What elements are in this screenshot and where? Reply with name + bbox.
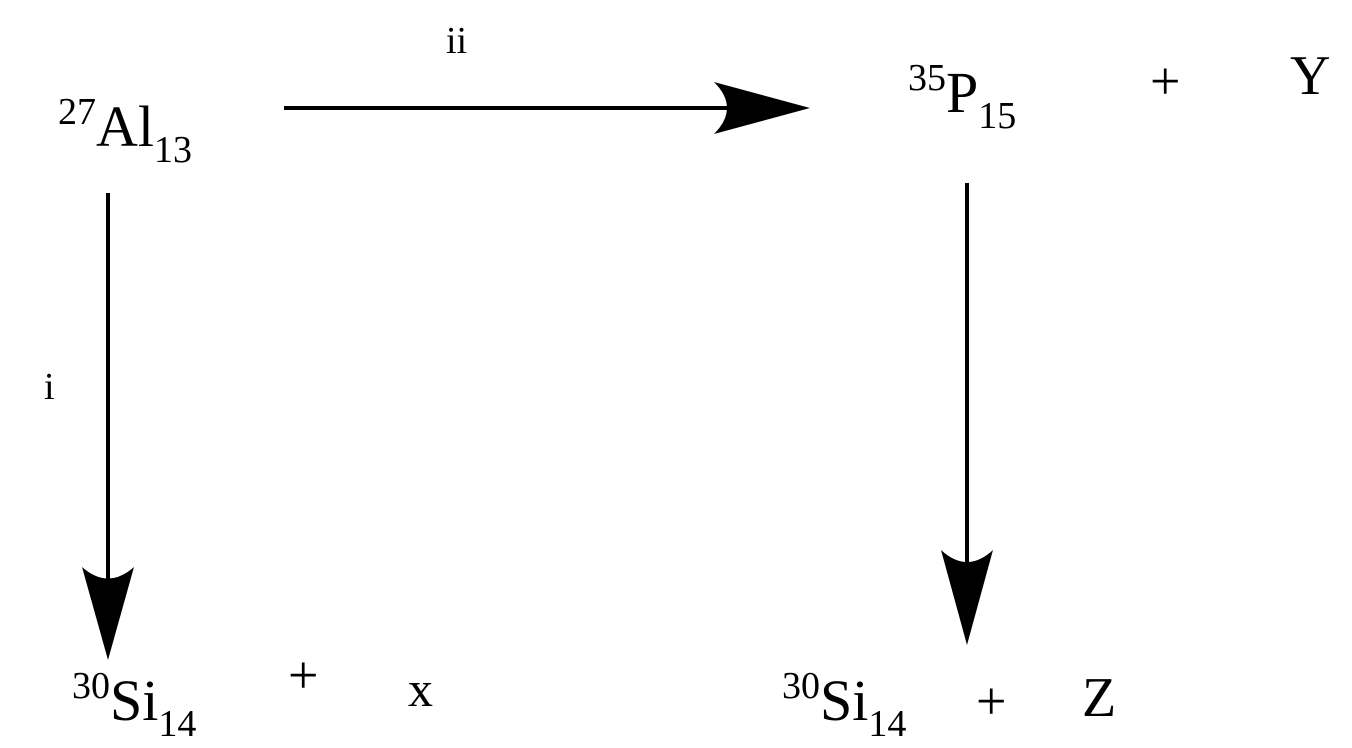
arrow-decay [941,183,993,645]
step-ii-plus: + [1150,51,1181,111]
reactant-mass-number: 27 [58,91,96,133]
step-i-product-nuclide: 30Si14 [72,667,196,743]
arrow-ii-head [714,82,810,134]
decay-product-symbol: Si [820,668,869,733]
step-ii-product-nuclide: 35P15 [908,59,1016,135]
decay-product-mass-number: 30 [782,665,820,707]
reactant-symbol: Al [96,94,154,159]
decay-product-nuclide: 30Si14 [782,667,906,743]
decay-product-atomic-number: 14 [868,703,907,745]
arrow-i [82,193,134,660]
step-ii-product-symbol: P [946,60,979,125]
arrow-ii [284,82,810,134]
arrow-decay-head [941,550,993,645]
step-i-label: i [44,366,55,408]
step-ii-particle: Y [1290,45,1331,107]
reactant-atomic-number: 13 [154,129,192,171]
step-i-product-symbol: Si [110,668,159,733]
arrow-i-head [82,567,134,660]
step-ii-label: ii [446,20,468,62]
step-i-product-atomic-number: 14 [158,703,197,745]
step-i-product-mass-number: 30 [72,665,110,707]
step-ii-product-mass-number: 35 [908,57,946,99]
reactant-nuclide: 27Al13 [58,93,192,169]
step-i-plus: + [288,645,319,705]
decay-plus: + [976,671,1007,731]
step-ii-product-atomic-number: 15 [978,95,1017,137]
step-i-particle: x [408,661,433,717]
decay-particle: Z [1082,667,1117,729]
